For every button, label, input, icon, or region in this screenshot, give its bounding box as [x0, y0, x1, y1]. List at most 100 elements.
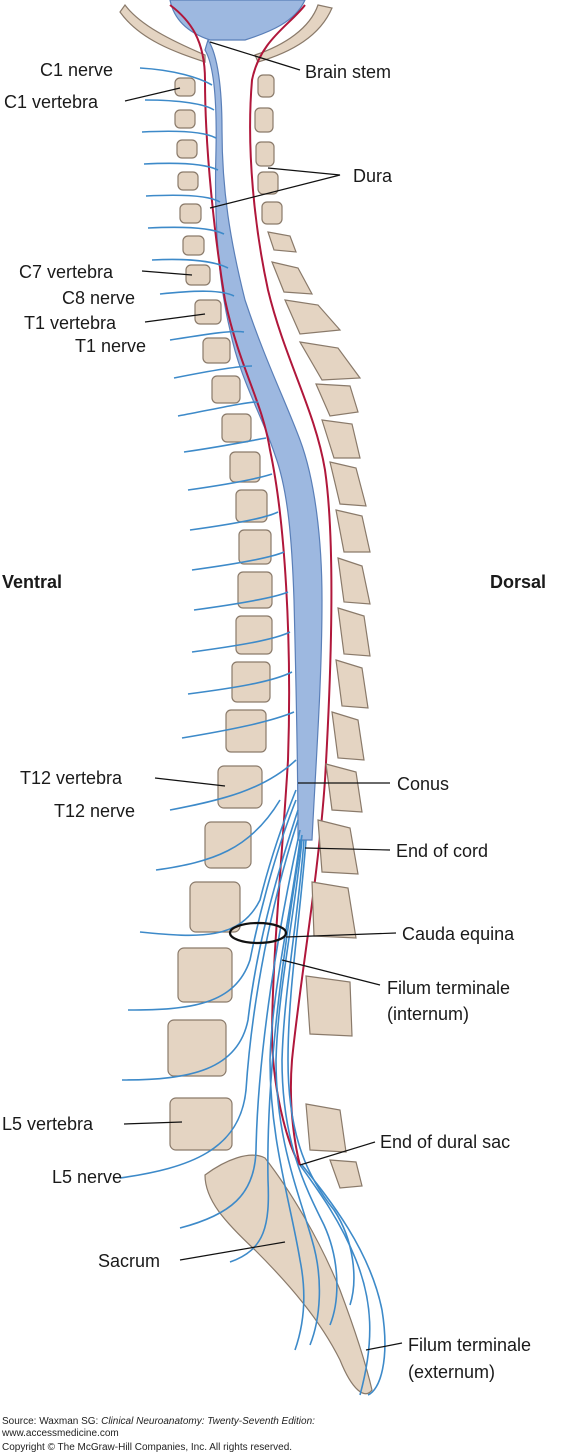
cauda-equina-ring — [228, 921, 288, 945]
spinous-process — [305, 1103, 347, 1153]
t12-nerve-label: T12 nerve — [54, 801, 135, 821]
vertebra-body — [176, 139, 198, 159]
t12-vertebra-body — [217, 765, 263, 809]
spinous-process — [284, 299, 342, 335]
leader-filum-externum — [365, 1342, 403, 1351]
filum-externum-label-2: (externum) — [408, 1362, 495, 1382]
nerve-line — [181, 711, 295, 739]
source-book: Clinical Neuroanatomy: Twenty-Seventh Ed… — [101, 1416, 315, 1427]
spinous-process — [335, 659, 369, 709]
nerve-line — [177, 401, 259, 417]
cauda-fiber — [275, 839, 321, 1346]
nerve-line — [183, 437, 267, 453]
spinous-process — [315, 383, 359, 417]
leader-dural-sac — [299, 1141, 376, 1166]
spinous-process — [271, 261, 314, 295]
vertebra-body — [229, 451, 261, 483]
nerve-line — [187, 671, 293, 695]
brain-bottom — [169, 0, 306, 41]
sacrum-shape — [204, 1154, 373, 1395]
leader-t12 — [154, 777, 226, 787]
vertebra-body — [238, 529, 272, 565]
spinal-nerves — [119, 67, 303, 1263]
nerve-line — [179, 829, 301, 1229]
vertebra-body — [174, 109, 196, 129]
spinous-process — [335, 509, 371, 553]
vertebra-body — [221, 413, 252, 443]
spinous-process — [257, 171, 279, 195]
vertebra-body — [182, 235, 205, 256]
leader-l5 — [123, 1121, 183, 1125]
c7-vertebra-label: C7 vertebra — [19, 262, 114, 282]
dorsal-label: Dorsal — [490, 572, 546, 592]
sacrum-label: Sacrum — [98, 1251, 160, 1271]
spinous-process — [311, 881, 357, 939]
t1-vertebra-label: T1 vertebra — [24, 313, 117, 333]
vertebra-body — [189, 881, 241, 933]
t1-nerve-label: T1 nerve — [75, 336, 146, 356]
spinous-process — [261, 201, 283, 225]
filum-externum-label-1: Filum terminale — [408, 1335, 531, 1355]
nerve-line — [141, 130, 217, 139]
nerve-line — [187, 473, 273, 491]
nerve-line — [143, 162, 219, 171]
spinous-process — [321, 419, 361, 459]
nerve-line — [155, 799, 281, 871]
spinous-process — [267, 231, 297, 253]
c8-nerve-label: C8 nerve — [62, 288, 135, 308]
nerve-line — [147, 226, 225, 235]
nerve-line — [145, 194, 221, 203]
source-url: www.accessmedicine.com — [1, 1428, 119, 1439]
nerve-line — [193, 591, 289, 611]
leader-c7 — [141, 270, 193, 276]
c1-nerve-label: C1 nerve — [40, 60, 113, 80]
brain-stem-label: Brain stem — [305, 62, 391, 82]
spinous-process — [331, 711, 365, 761]
l5-vertebra-body — [169, 1097, 233, 1151]
source-prefix: Source: Waxman SG: — [2, 1416, 101, 1427]
dura-label: Dura — [353, 166, 393, 186]
nerve-line — [139, 789, 297, 937]
l5-nerve-line — [119, 819, 299, 1179]
cauda-fiber — [299, 1164, 371, 1396]
leader-cauda-equina — [285, 932, 397, 938]
leader-brain-stem — [209, 41, 301, 71]
source-copyright: Copyright © The McGraw-Hill Companies, I… — [2, 1442, 292, 1453]
vertebra-body — [235, 615, 273, 655]
t1-vertebra-body — [194, 299, 222, 325]
cauda-fiber — [281, 839, 338, 1326]
spinous-process — [337, 607, 371, 657]
vertebra-body — [204, 821, 252, 869]
vertebra-body — [202, 337, 231, 364]
leader-dura — [209, 167, 341, 209]
spinous-process — [305, 975, 353, 1037]
spinous-process — [298, 341, 362, 381]
ventral-label: Ventral — [2, 572, 62, 592]
spinous-process — [317, 819, 359, 875]
c1-vertebra-body — [174, 77, 196, 97]
vertebra-body — [235, 489, 268, 523]
cauda-fiber — [287, 839, 355, 1306]
vertebra-body — [167, 1019, 227, 1077]
l5-nerve-label: L5 nerve — [52, 1167, 122, 1187]
c1-nerve-line — [139, 67, 213, 86]
nerve-line — [121, 809, 299, 1081]
spinous-process — [337, 557, 371, 605]
cauda-fiber — [269, 839, 305, 1351]
vertebra-body — [177, 171, 199, 191]
nerve-line — [144, 99, 215, 111]
vertebra-body — [211, 375, 241, 404]
nerve-line — [173, 365, 253, 379]
spinous-process — [255, 141, 275, 167]
spinous-process — [329, 461, 367, 507]
spinous-processes — [254, 74, 371, 1189]
t12-vertebra-label: T12 vertebra — [20, 768, 123, 788]
spinous-process — [325, 763, 363, 813]
filum-internum-label-1: Filum terminale — [387, 978, 510, 998]
cauda-equina-label: Cauda equina — [402, 924, 515, 944]
spinous-process — [257, 74, 275, 98]
spinous-process — [254, 107, 274, 133]
cauda-equina-bundle — [269, 839, 386, 1396]
leader-end-of-cord — [304, 847, 391, 851]
